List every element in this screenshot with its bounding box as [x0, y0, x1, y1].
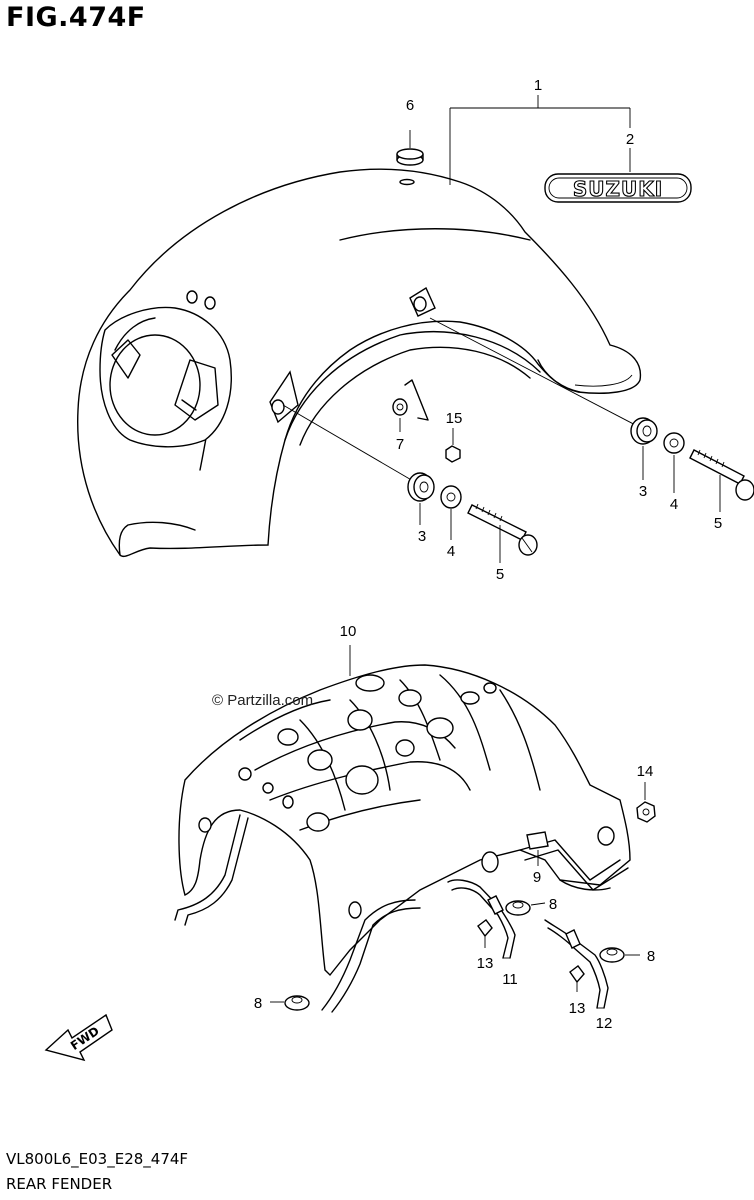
callout-11: 11 — [502, 971, 518, 988]
suzuki-emblem: SUZUKI — [544, 173, 692, 203]
callout-labels: 1 2 3 3 4 4 5 5 6 7 8 8 8 9 10 11 12 13 … — [254, 77, 722, 1032]
callout-7: 7 — [396, 436, 404, 453]
emblem-text: SUZUKI — [573, 177, 663, 201]
fwd-arrow: FWD — [44, 1013, 113, 1062]
harness-12 — [544, 919, 609, 1009]
callout-10: 10 — [340, 623, 357, 640]
callout-12: 12 — [596, 1015, 613, 1032]
callout-14: 14 — [637, 763, 654, 780]
callout-5-left: 5 — [496, 566, 504, 583]
hardware-set-right — [429, 317, 754, 501]
watermark: © Partzilla.com — [212, 692, 314, 709]
grommet-6 — [396, 130, 424, 166]
harness-11 — [447, 879, 516, 959]
figure-caption: REAR FENDER — [6, 1175, 113, 1193]
callout-6: 6 — [406, 97, 414, 114]
callout-13-right: 13 — [569, 1000, 586, 1017]
callout-3-left: 3 — [418, 528, 426, 545]
callout-5-right: 5 — [714, 515, 722, 532]
figure-code: VL800L6_E03_E28_474F — [6, 1150, 189, 1168]
callout-9: 9 — [533, 869, 541, 886]
nut-14 — [636, 782, 656, 823]
callout-3-right: 3 — [639, 483, 647, 500]
tag-9 — [526, 831, 549, 866]
callout-2: 2 — [626, 131, 634, 148]
callout-4-right: 4 — [670, 496, 678, 513]
callout-4-left: 4 — [447, 543, 455, 560]
clip-13-left — [477, 919, 493, 948]
inner-fender — [178, 645, 631, 977]
rear-fender — [77, 168, 642, 557]
callout-15: 15 — [446, 410, 463, 427]
nut-8-right — [599, 947, 640, 963]
callout-8-right: 8 — [647, 948, 655, 965]
nut-8-center — [505, 900, 546, 916]
figure-title: FIG.474F — [6, 2, 146, 33]
callout-8-left: 8 — [254, 995, 262, 1012]
clip-13-right — [569, 965, 585, 992]
nut-8-left — [270, 995, 310, 1011]
cushion-7 — [392, 398, 408, 432]
callout-1-leader — [449, 95, 631, 185]
callout-13-left: 13 — [477, 955, 494, 972]
callout-1: 1 — [534, 77, 542, 94]
nut-15 — [445, 428, 461, 463]
hardware-set-left — [282, 404, 538, 556]
callout-8-center: 8 — [549, 896, 557, 913]
fastener-leaders — [419, 446, 721, 563]
